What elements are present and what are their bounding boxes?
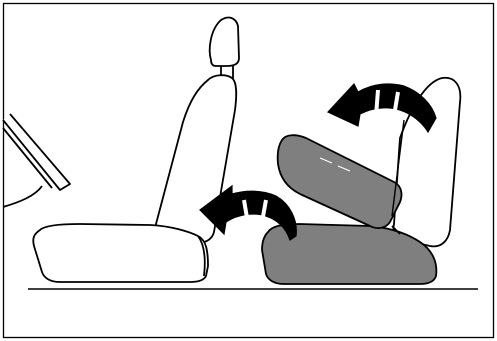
folded-seatback (276, 134, 403, 229)
headrest (208, 16, 240, 67)
folded-cushion (261, 223, 438, 285)
curved-arrow-icon (199, 184, 297, 241)
steering-wheel-icon (2, 113, 71, 208)
curved-arrow-icon (326, 82, 437, 134)
seat-folded-icon (261, 76, 462, 285)
seat-cushion (32, 223, 209, 283)
